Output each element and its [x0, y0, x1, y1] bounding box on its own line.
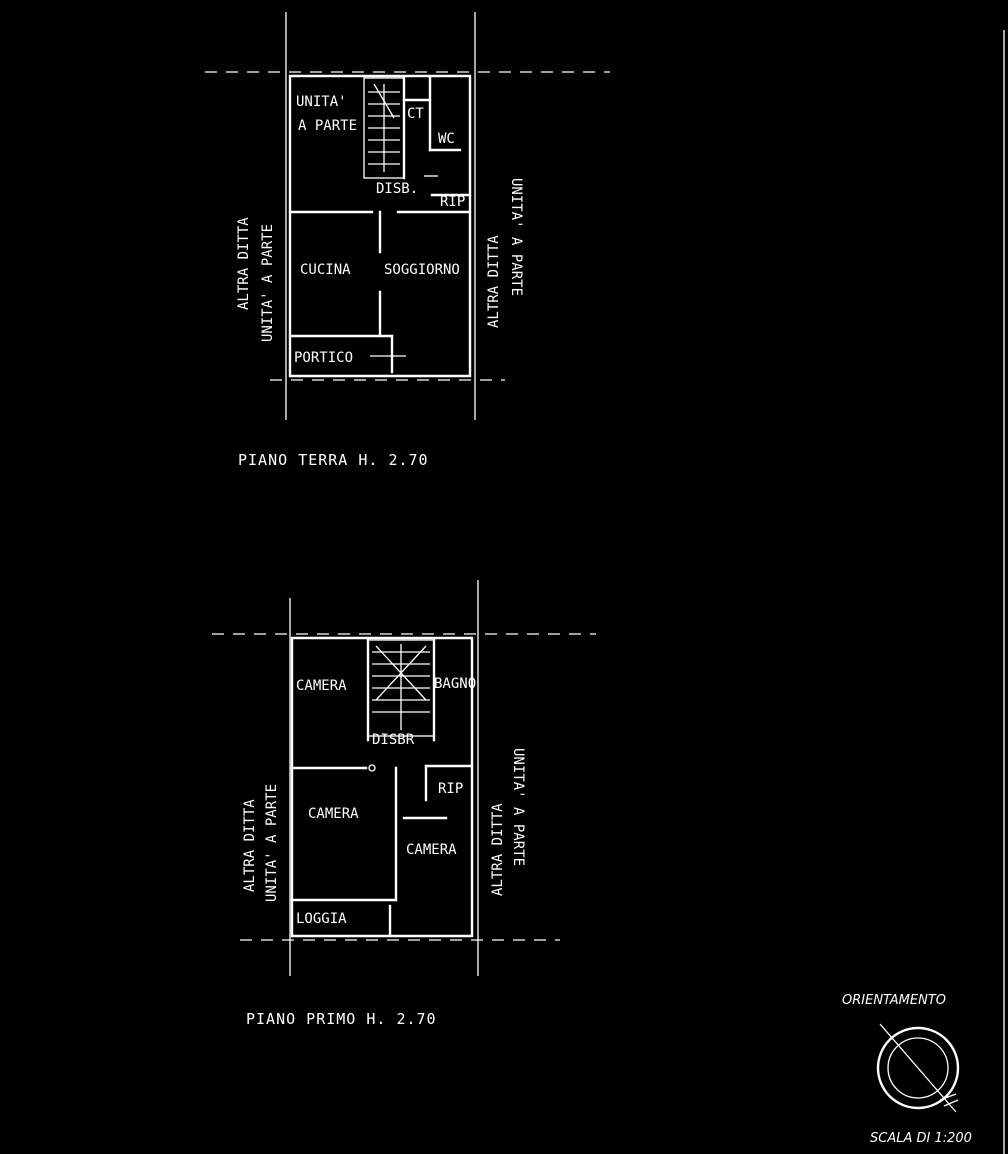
- room-wc: WC: [438, 131, 455, 147]
- room-cucina: CUCINA: [300, 262, 351, 278]
- room-loggia: LOGGIA: [296, 911, 347, 927]
- door-pivot: [368, 764, 376, 772]
- compass-icon: [876, 1023, 960, 1113]
- room-camera-2: CAMERA: [308, 806, 359, 822]
- room-camera-3: CAMERA: [406, 842, 457, 858]
- stair-treads: [372, 644, 430, 730]
- room-ct: CT: [407, 106, 424, 122]
- room-rip: RIP: [440, 194, 465, 210]
- scale-label: SCALA DI 1:200: [870, 1131, 972, 1146]
- room-camera-1: CAMERA: [296, 678, 347, 694]
- left-neighbor-line1: ALTRA DITTA: [236, 217, 252, 310]
- outer-wall: [288, 74, 472, 378]
- ground-floor-title: PIANO TERRA H. 2.70: [238, 451, 429, 469]
- room-soggiorno: SOGGIORNO: [384, 262, 460, 278]
- left-neighbor-line1: ALTRA DITTA: [242, 799, 258, 892]
- room-unita-line2: A PARTE: [298, 118, 357, 134]
- left-neighbor-line2: UNITA' A PARTE: [264, 784, 280, 902]
- outer-wall: [290, 636, 474, 938]
- stair-treads: [368, 83, 400, 172]
- room-disbr: DISBR: [372, 732, 415, 748]
- left-neighbor-line2: UNITA' A PARTE: [260, 224, 276, 342]
- right-neighbor-line1: ALTRA DITTA: [486, 235, 502, 328]
- room-rip: RIP: [438, 781, 463, 797]
- room-bagno: BAGNO: [434, 676, 476, 692]
- room-unita-line1: UNITA': [296, 94, 347, 110]
- first-floor-title: PIANO PRIMO H. 2.70: [246, 1010, 437, 1028]
- room-disb: DISB.: [376, 181, 418, 197]
- right-neighbor-line2: UNITA' A PARTE: [510, 748, 526, 866]
- orientation-block: ORIENTAMENTO SCALA DI 1:200: [842, 993, 972, 1146]
- ground-floor-plan: UNITA' A PARTE CT WC DISB. RIP CUCINA SO…: [205, 12, 610, 469]
- orientation-label: ORIENTAMENTO: [842, 993, 946, 1008]
- first-floor-plan: CAMERA BAGNO DISBR RIP CAMERA CAMERA LOG…: [212, 580, 596, 1028]
- right-neighbor-line2: UNITA' A PARTE: [508, 178, 524, 296]
- right-neighbor-line1: ALTRA DITTA: [490, 803, 506, 896]
- room-portico: PORTICO: [294, 350, 353, 366]
